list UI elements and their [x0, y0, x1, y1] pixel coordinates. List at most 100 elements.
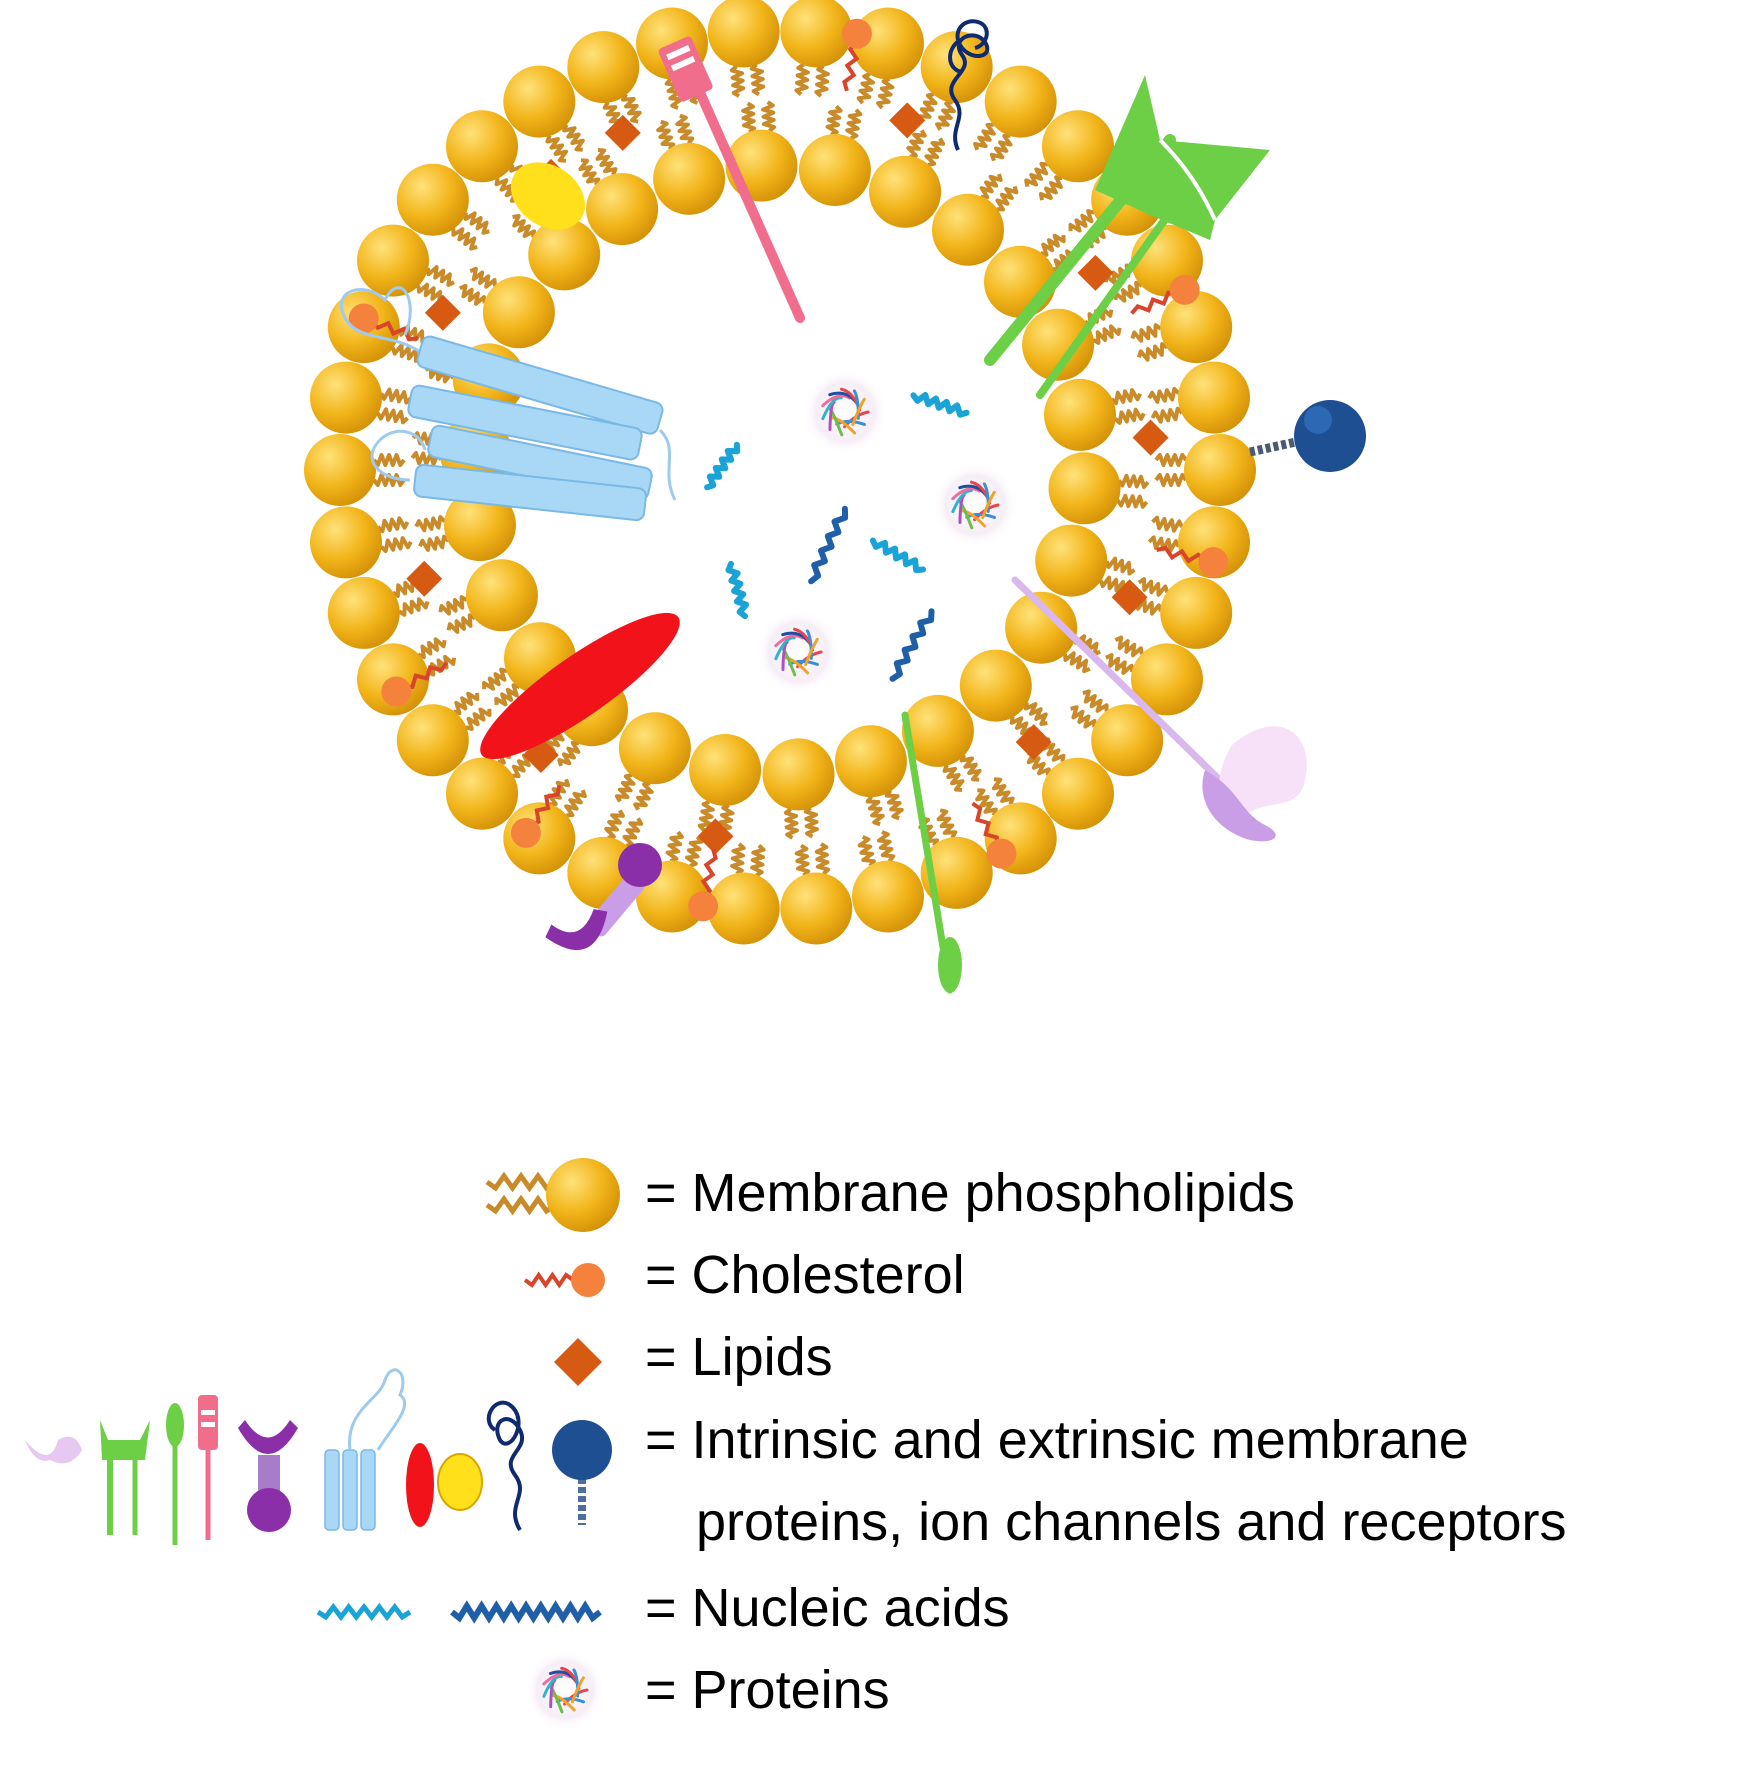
phospholipid-head: [1184, 434, 1256, 506]
phospholipid-head: [1005, 591, 1078, 664]
legend-label: = Membrane phospholipids: [645, 1163, 1295, 1223]
nucleic-acid: [910, 392, 970, 418]
protein-cluster: [525, 1650, 605, 1730]
phospholipid-head: [310, 506, 382, 579]
ion-channel: [339, 286, 677, 522]
membrane-bilayer: [304, 0, 1256, 945]
protein-cluster: [803, 370, 887, 454]
phospholipid-head: [707, 872, 780, 945]
cholesterol-mark: [381, 661, 449, 707]
lipid-mark: [697, 818, 734, 855]
protein-cluster-icon: [525, 1650, 605, 1730]
phospholipid-head: [1178, 506, 1250, 579]
lipid-mark: [889, 102, 926, 139]
nucleic-acid: [869, 537, 927, 574]
phospholipid-head: [1044, 378, 1116, 451]
navy-coiled-protein: [948, 19, 990, 151]
cholesterol-mark: [971, 801, 1017, 869]
phospholipid-head: [567, 31, 640, 104]
cholesterol-mark: [510, 785, 562, 848]
phospholipid-head: [446, 757, 518, 830]
vesicle-interior: [704, 370, 1017, 694]
lipid-mark: [1111, 579, 1148, 616]
phospholipid-head: [1178, 361, 1250, 434]
phospholipid-head: [586, 173, 659, 246]
phospholipid-head: [503, 65, 576, 138]
phospholipid-head: [653, 142, 726, 215]
phospholipid-head: [901, 694, 974, 767]
green-thin-receptor: [901, 711, 962, 994]
legend-label: = Nucleic acids: [645, 1578, 1010, 1638]
phospholipid-head: [465, 559, 538, 632]
phospholipid-head: [444, 489, 516, 562]
membrane-proteins-icon: [25, 1368, 612, 1545]
lilac-receptor: [1011, 576, 1307, 842]
phospholipid-head: [446, 110, 518, 183]
phospholipid-head: [396, 704, 469, 777]
lipid-mark: [1015, 724, 1052, 761]
phospholipid-head: [780, 872, 853, 945]
phospholipid-head: [984, 245, 1056, 318]
legend-label: = Cholesterol: [645, 1245, 965, 1305]
lipid-icon: [554, 1338, 602, 1386]
pink-receptor: [658, 36, 805, 323]
phospholipid-head: [1022, 308, 1095, 381]
phospholipid-head: [869, 155, 942, 228]
cholesterol-mark: [1130, 274, 1200, 315]
phospholipid-head: [834, 725, 907, 798]
nucleic-acids-icon: [316, 1600, 602, 1624]
phospholipid-head: [618, 712, 691, 785]
phospholipid-head: [304, 434, 376, 506]
phospholipid-head: [920, 836, 993, 909]
yellow-peripheral-protein: [510, 162, 586, 230]
phospholipid-heads: [304, 0, 1256, 945]
legend: = Membrane phospholipids = Cholesterol = L…: [25, 1158, 1567, 1730]
phospholipid-head: [1042, 110, 1114, 183]
protein-cluster: [756, 610, 840, 694]
phospholipid-head: [1160, 291, 1233, 364]
legend-label: = Lipids: [645, 1327, 833, 1387]
lipid-mark: [1132, 419, 1169, 456]
phospholipid-head: [1042, 757, 1114, 830]
phospholipid-head: [780, 0, 853, 68]
lipid-mark: [406, 560, 443, 597]
cholesterol-icon: [523, 1263, 605, 1297]
nucleic-acid: [808, 505, 849, 585]
blue-anchored-protein: [1249, 400, 1366, 472]
nucleic-acid: [889, 608, 935, 682]
membrane-proteins: [339, 19, 1366, 994]
lipid-mark: [1077, 254, 1114, 291]
phospholipid-head: [707, 0, 780, 68]
phospholipid-head: [852, 860, 924, 933]
lipid-mark: [604, 114, 641, 151]
phospholipid-head: [327, 576, 400, 649]
phospholipid-head: [357, 224, 429, 297]
phospholipid-head: [689, 734, 762, 806]
nucleic-acid: [725, 560, 750, 620]
cholesterol-mark: [841, 18, 872, 92]
phospholipid-head: [1048, 452, 1121, 525]
red-integral-protein: [480, 612, 680, 760]
phospholipid-head: [984, 65, 1057, 138]
nucleic-acid: [704, 441, 741, 491]
phospholipid-head: [482, 276, 555, 349]
cholesterol-mark: [348, 303, 419, 342]
phospholipid-head: [1035, 524, 1108, 597]
phospholipid-head: [310, 361, 382, 434]
phospholipid-head: [959, 649, 1032, 722]
phospholipid-head: [852, 7, 924, 80]
phospholipid-head: [1091, 704, 1164, 777]
phospholipid-head: [1131, 643, 1203, 716]
legend-label: = Proteins: [645, 1660, 890, 1720]
phospholipid-head: [1160, 576, 1233, 649]
phospholipid-head: [932, 193, 1004, 266]
phospholipid-head: [798, 134, 871, 206]
phospholipid-head: [396, 163, 469, 236]
cholesterol-mark: [1156, 545, 1229, 578]
phospholipid-icon: [485, 1158, 620, 1232]
lipid-mark: [424, 294, 461, 331]
protein-cluster: [933, 463, 1017, 547]
green-receptor: [984, 75, 1270, 399]
